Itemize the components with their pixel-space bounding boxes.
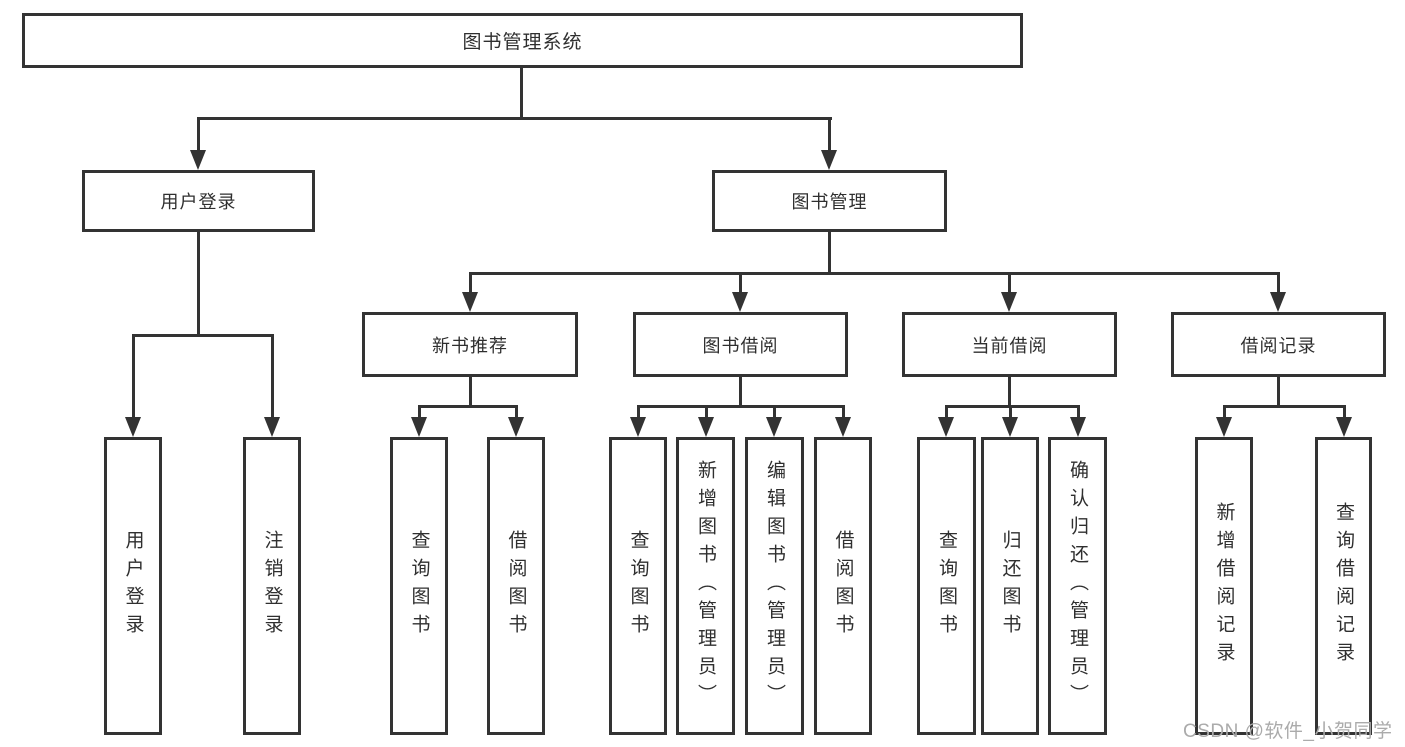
- connector-arrow-stem: [1342, 405, 1346, 419]
- arrow-down-icon: [1216, 417, 1232, 437]
- leaf-query-book-3: 查询图书: [917, 437, 976, 735]
- node-label: 查询图书: [627, 530, 649, 642]
- connector-arrow-stem: [417, 405, 421, 419]
- connector-current-borrow-stub: [1007, 377, 1011, 406]
- connector-book-borrow-bar: [636, 404, 845, 408]
- node-library-management-system: 图书管理系统: [22, 13, 1023, 68]
- arrow-down-icon: [508, 417, 524, 437]
- connector-new-book-recommend-stub: [468, 377, 472, 406]
- leaf-user-login: 用户登录: [104, 437, 162, 735]
- node-label: 编辑图书（管理员）: [764, 460, 785, 712]
- connector-book-management-stub: [827, 232, 831, 273]
- node-book-borrow: 图书借阅: [633, 312, 848, 377]
- node-label: 图书管理: [791, 192, 868, 212]
- arrow-down-icon: [190, 150, 206, 170]
- leaf-borrow-book-2: 借阅图书: [814, 437, 872, 735]
- node-user-login: 用户登录: [82, 170, 315, 232]
- connector-root-bar: [196, 116, 832, 120]
- connector-arrow-stem: [841, 405, 845, 419]
- connector-current-borrow-bar: [944, 404, 1080, 408]
- node-label: 借阅图书: [505, 530, 527, 642]
- node-label: 图书借阅: [702, 335, 779, 356]
- arrow-down-icon: [821, 150, 837, 170]
- connector-root-stub: [519, 68, 523, 118]
- node-book-management: 图书管理: [712, 170, 947, 232]
- arrow-down-icon: [125, 417, 141, 437]
- arrow-down-icon: [698, 417, 714, 437]
- arrow-down-icon: [411, 417, 427, 437]
- connector-arrow-stem: [1076, 405, 1080, 419]
- node-label: 查询图书: [408, 530, 430, 642]
- arrow-down-icon: [264, 417, 280, 437]
- arrow-down-icon: [766, 417, 782, 437]
- node-label: 借阅图书: [832, 530, 854, 642]
- connector-user-login-bar: [131, 333, 274, 337]
- connector-arrow-stem: [944, 405, 948, 419]
- arrow-down-icon: [1336, 417, 1352, 437]
- leaf-confirm-return-admin: 确认归还（管理员）: [1048, 437, 1107, 735]
- arrow-down-icon: [630, 417, 646, 437]
- arrow-down-icon: [462, 292, 478, 312]
- node-label: 新增借阅记录: [1213, 502, 1235, 670]
- connector-borrow-records-bar: [1222, 404, 1346, 408]
- leaf-logout: 注销登录: [243, 437, 301, 735]
- node-label: 当前借阅: [971, 335, 1048, 356]
- connector-arrow-stem: [131, 334, 135, 420]
- connector-user-login-stub: [197, 232, 200, 335]
- arrow-down-icon: [1270, 292, 1286, 312]
- leaf-query-book-1: 查询图书: [390, 437, 448, 735]
- node-label: 用户登录: [122, 530, 144, 642]
- node-label: 新书推荐: [432, 335, 508, 356]
- connector-new-book-recommend-bar: [417, 404, 518, 408]
- node-label: 查询图书: [936, 530, 957, 642]
- node-borrow-records: 借阅记录: [1171, 312, 1386, 377]
- connector-arrow-stem: [636, 405, 640, 419]
- arrow-down-icon: [1001, 292, 1017, 312]
- connector-borrow-records-stub: [1276, 377, 1280, 406]
- arrow-down-icon: [1070, 417, 1086, 437]
- node-label: 新增图书（管理员）: [695, 460, 716, 712]
- node-label: 确认归还（管理员）: [1067, 460, 1088, 712]
- leaf-query-book-2: 查询图书: [609, 437, 667, 735]
- connector-arrow-stem: [270, 334, 274, 420]
- connector-arrow-stem: [196, 117, 200, 153]
- connector-arrow-stem: [1008, 405, 1012, 419]
- leaf-add-borrow-record: 新增借阅记录: [1195, 437, 1253, 735]
- node-label: 借阅记录: [1240, 335, 1317, 356]
- leaf-return-book: 归还图书: [981, 437, 1039, 735]
- connector-arrow-stem: [1276, 272, 1280, 294]
- arrow-down-icon: [1002, 417, 1018, 437]
- arrow-down-icon: [732, 292, 748, 312]
- connector-arrow-stem: [1007, 272, 1011, 294]
- connector-arrow-stem: [772, 405, 776, 419]
- node-new-book-recommend: 新书推荐: [362, 312, 578, 377]
- leaf-borrow-book-1: 借阅图书: [487, 437, 545, 735]
- node-label: 用户登录: [160, 192, 237, 212]
- leaf-query-borrow-record: 查询借阅记录: [1315, 437, 1372, 735]
- connector-arrow-stem: [738, 272, 742, 294]
- connector-arrow-stem: [468, 272, 472, 294]
- watermark: CSDN @软件_小贺同学: [1183, 721, 1393, 742]
- connector-arrow-stem: [704, 405, 708, 419]
- node-current-borrow: 当前借阅: [902, 312, 1117, 377]
- leaf-add-book-admin: 新增图书（管理员）: [676, 437, 735, 735]
- node-label: 归还图书: [999, 530, 1021, 642]
- arrow-down-icon: [835, 417, 851, 437]
- node-label: 图书管理系统: [462, 32, 583, 53]
- connector-arrow-stem: [827, 117, 831, 153]
- node-label: 查询借阅记录: [1333, 502, 1354, 670]
- connector-arrow-stem: [514, 405, 518, 419]
- connector-arrow-stem: [1222, 405, 1226, 419]
- node-label: 注销登录: [261, 530, 283, 642]
- leaf-edit-book-admin: 编辑图书（管理员）: [745, 437, 804, 735]
- connector-book-borrow-stub: [738, 377, 742, 406]
- connector-book-management-bar: [468, 271, 1280, 275]
- arrow-down-icon: [938, 417, 954, 437]
